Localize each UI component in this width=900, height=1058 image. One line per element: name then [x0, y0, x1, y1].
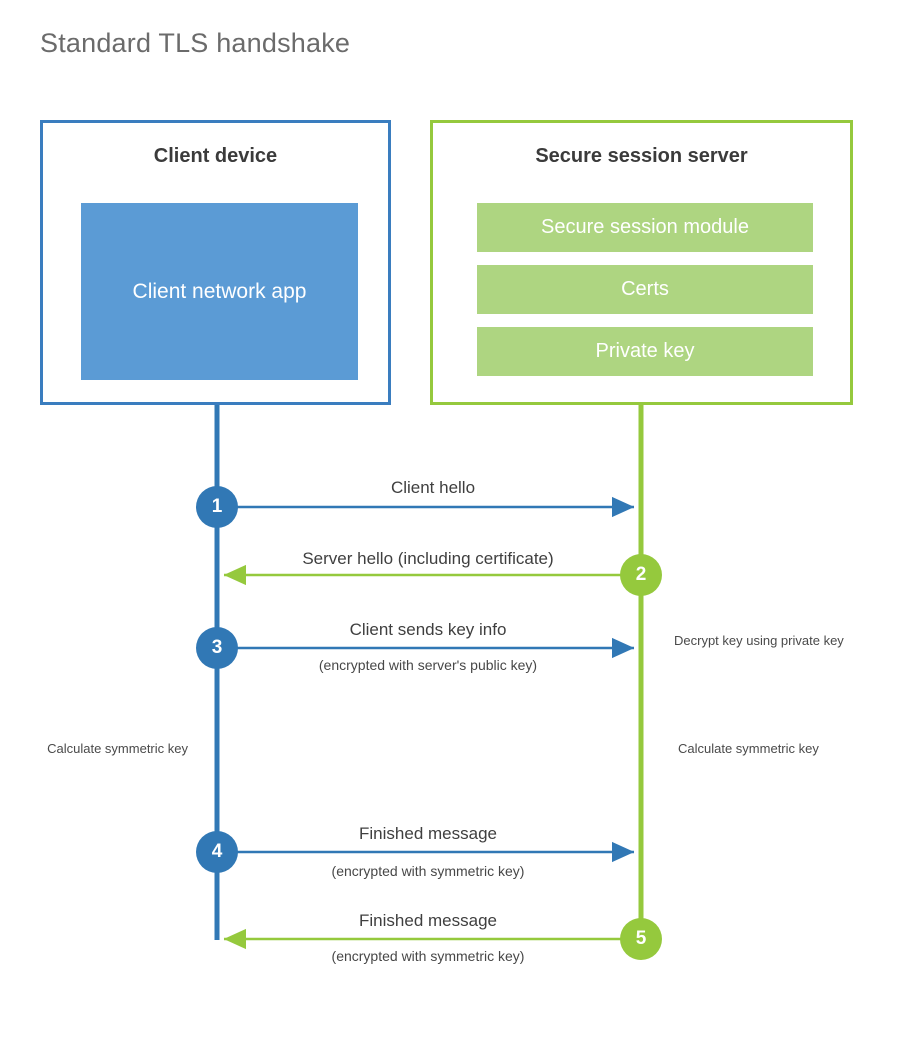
- step-marker-5[interactable]: 5: [620, 918, 662, 960]
- step-4-message-sublabel: (encrypted with symmetric key): [331, 863, 525, 879]
- secure-session-server-panel: Secure session server Secure session mod…: [430, 120, 853, 405]
- step-marker-3[interactable]: 3: [196, 627, 238, 669]
- server-bar-certs: Certs: [477, 265, 813, 314]
- decrypt-key-note: Decrypt key using private key: [674, 633, 844, 648]
- server-bar-private-key: Private key: [477, 327, 813, 376]
- step-marker-2[interactable]: 2: [620, 554, 662, 596]
- server-calculate-symmetric-key-note: Calculate symmetric key: [678, 741, 819, 756]
- step-5-message-sublabel: (encrypted with symmetric key): [331, 948, 525, 964]
- page-title: Standard TLS handshake: [40, 28, 351, 58]
- step-3-message-sublabel: (encrypted with server's public key): [318, 657, 538, 673]
- client-device-title: Client device: [153, 145, 278, 167]
- step-marker-1[interactable]: 1: [196, 486, 238, 528]
- client-network-app-block: Client network app: [81, 203, 358, 380]
- step-4-message-label: Finished message: [359, 824, 497, 843]
- step-2-message-label: Server hello (including certificate): [302, 549, 554, 568]
- step-1-message-label: Client hello: [390, 478, 476, 497]
- secure-session-server-title: Secure session server: [535, 145, 748, 167]
- server-bar-secure-session-module: Secure session module: [477, 203, 813, 252]
- client-calculate-symmetric-key-note: Calculate symmetric key: [47, 741, 188, 756]
- client-device-panel: Client device Client network app: [40, 120, 391, 405]
- step-3-message-label: Client sends key info: [349, 620, 507, 639]
- step-5-message-label: Finished message: [359, 911, 497, 930]
- step-marker-4[interactable]: 4: [196, 831, 238, 873]
